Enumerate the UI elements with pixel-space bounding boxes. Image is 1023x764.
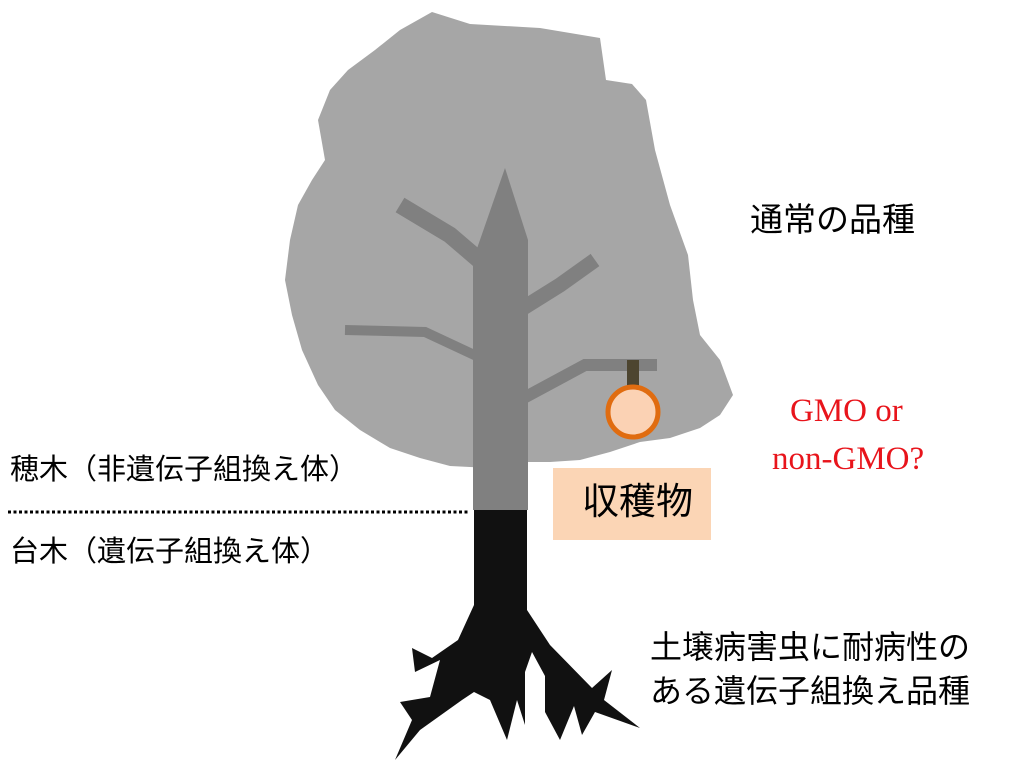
fruit-stem: [627, 360, 639, 388]
rootstock-roots: [395, 510, 640, 760]
fruit-icon: [605, 384, 661, 440]
scion-type-label: 通常の品種: [750, 200, 915, 239]
gmo-question-line1: GMO or: [790, 393, 903, 429]
rootstock-label: 台木（遺伝子組換え体）: [10, 534, 330, 568]
rootstock-desc-line2: ある遺伝子組換え品種: [650, 672, 971, 710]
harvest-box: [553, 468, 711, 540]
scion-trunk: [473, 168, 528, 510]
gmo-question-line2: non-GMO?: [772, 441, 925, 477]
scion-label: 穂木（非遺伝子組換え体）: [10, 452, 359, 486]
rootstock-desc-line1: 土壌病害虫に耐病性の: [650, 628, 971, 666]
harvest-label: 収穫物: [582, 480, 693, 523]
